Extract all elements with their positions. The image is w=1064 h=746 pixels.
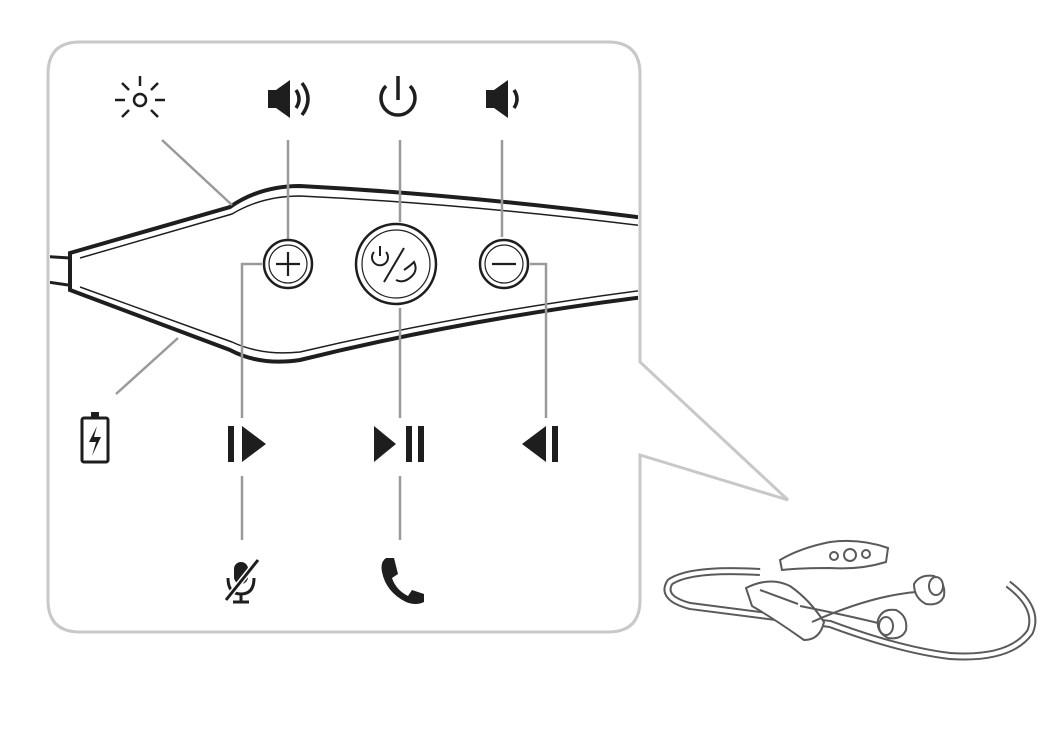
phone-call-icon [381, 558, 424, 604]
mute-microphone-icon [223, 558, 261, 604]
previous-track-icon [522, 426, 558, 462]
power-icon [379, 76, 417, 117]
leader-lines [115, 139, 548, 540]
power-call-icon [371, 246, 417, 283]
volume-up-icon [268, 80, 310, 118]
led-light-icon [115, 76, 165, 118]
volume-down-icon [486, 80, 519, 118]
battery-charging-icon [80, 412, 110, 464]
volume-up-button[interactable] [262, 238, 314, 290]
callout-panel [46, 40, 790, 634]
volume-down-button[interactable] [478, 238, 530, 290]
next-track-icon [228, 426, 266, 462]
plus-icon [276, 252, 300, 276]
play-pause-icon [374, 426, 424, 462]
power-call-button[interactable] [354, 222, 438, 306]
headset-illustration [663, 539, 1037, 661]
